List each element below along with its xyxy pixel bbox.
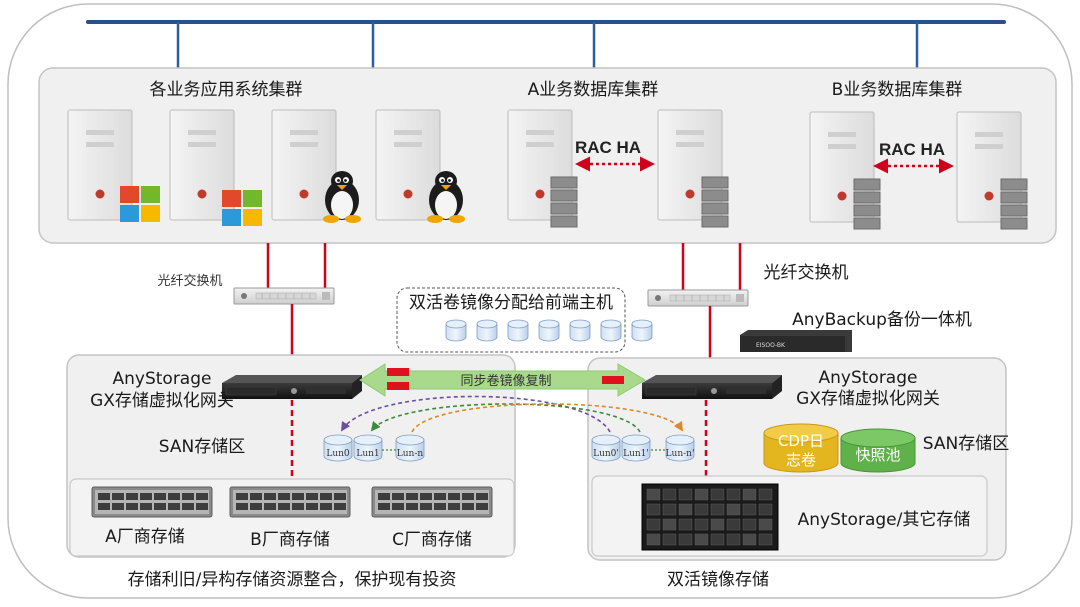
volume-cylinder-icon (476, 319, 498, 342)
left-gateway-label-line1: AnyStorage (113, 369, 212, 389)
drive-slot (646, 503, 661, 516)
drive-slot (678, 503, 693, 516)
drive-slot (710, 518, 725, 531)
volume-cylinder-icon (538, 319, 560, 342)
snapshot-pool: 快照池 (840, 428, 916, 473)
drive-slot (742, 518, 757, 531)
drive-slot (758, 533, 773, 546)
drive-slot (646, 533, 661, 546)
mirror-allocation-label: 双活卷镜像分配给前端主机 (409, 293, 613, 313)
left-san-label: SAN存储区 (159, 437, 245, 457)
backup-appliance-label: AnyBackup备份一体机 (792, 310, 972, 330)
volume-cylinder-icon (569, 319, 591, 342)
left-gateway-label-line2: GX存储虚拟化网关 (90, 391, 234, 411)
app-cluster-label: 各业务应用系统集群 (150, 80, 303, 100)
right-lun-0: Lun0' (593, 449, 619, 459)
left-lun-n: Lun-n (397, 449, 424, 459)
drive-slot (742, 533, 757, 546)
cdp-label-line2: 志卷 (786, 451, 816, 469)
sync-marker-left (387, 382, 409, 390)
drive-slot (742, 488, 757, 501)
rac-ha-b-label: RAC HA (879, 140, 945, 159)
drive-slot (710, 533, 725, 546)
drive-slot (662, 488, 677, 501)
drive-slot (646, 518, 661, 531)
drive-slot (758, 488, 773, 501)
sync-marker-left (387, 368, 409, 376)
drive-slot (726, 503, 741, 516)
drive-slot (678, 488, 693, 501)
anystorage-rack (641, 483, 779, 551)
drive-slot (694, 518, 709, 531)
drive-slot (726, 518, 741, 531)
rack-storage-icon (371, 486, 493, 518)
drive-slot (662, 533, 677, 546)
snapshot-label: 快照池 (855, 446, 900, 464)
volume-cylinder-icon (631, 319, 653, 342)
left-gateway-device (221, 374, 363, 400)
drive-slot (742, 503, 757, 516)
drive-slot (710, 503, 725, 516)
right-gateway-label-line1: AnyStorage (819, 368, 918, 388)
app-server-1 (67, 109, 133, 221)
db-a-cluster-label: A业务数据库集群 (528, 80, 659, 100)
cdp-log-volume: CDP日 志卷 (763, 423, 839, 473)
left-switch-label: 光纤交换机 (157, 273, 222, 289)
vendor-b-label: B厂商存储 (250, 530, 330, 550)
sync-label: 同步卷镜像复制 (460, 373, 551, 389)
rack-storage-icon (229, 486, 351, 518)
fiber-switch-icon (647, 289, 749, 307)
vendor-a-label: A厂商存储 (105, 527, 185, 547)
right-lun-n: Lun-n' (666, 449, 695, 459)
rac-ha-a-label: RAC HA (575, 138, 641, 157)
drive-slot (726, 488, 741, 501)
volume-cylinder-icon (507, 319, 529, 342)
volume-cylinder-icon (445, 319, 467, 342)
sync-marker-right (602, 376, 624, 384)
drive-slot (662, 518, 677, 531)
drive-slot (758, 503, 773, 516)
drive-slot (694, 503, 709, 516)
sync-replication-arrow (359, 363, 646, 397)
left-site-caption: 存储利旧/异构存储资源整合，保护现有投资 (128, 570, 457, 590)
drive-slot (726, 533, 741, 546)
left-lun-0: Lun0 (326, 449, 350, 459)
mirror-arrow-lun-n (411, 403, 684, 433)
backup-appliance: EISOO-BK (740, 330, 852, 352)
drive-slot (646, 488, 661, 501)
right-san-label: SAN存储区 (923, 434, 1009, 454)
drive-slot (694, 533, 709, 546)
rack-storage-icon (91, 486, 213, 518)
vendor-c-label: C厂商存储 (392, 530, 472, 550)
backup-appliance-badge: EISOO-BK (756, 342, 786, 349)
drive-slot (662, 503, 677, 516)
drive-slot (678, 518, 693, 531)
volume-cylinder-icon (600, 319, 622, 342)
right-site-caption: 双活镜像存储 (667, 570, 769, 590)
drive-slot (710, 488, 725, 501)
mirror-arrow-lun0 (340, 395, 611, 433)
drive-slot (758, 518, 773, 531)
left-lun-1: Lun1 (356, 449, 379, 459)
mirror-arrow-lun1 (370, 403, 641, 433)
anystorage-label: AnyStorage/其它存储 (798, 510, 971, 530)
right-lun-1: Lun1' (623, 449, 649, 459)
right-switch-label: 光纤交换机 (764, 263, 849, 283)
drive-slot (678, 533, 693, 546)
drive-slot (694, 488, 709, 501)
right-gateway-label-line2: GX存储虚拟化网关 (796, 389, 940, 409)
cdp-label-line1: CDP日 (778, 432, 824, 450)
right-gateway-device (641, 374, 783, 400)
db-b-cluster-label: B业务数据库集群 (832, 80, 963, 100)
fiber-switch-icon (233, 287, 335, 305)
allocated-volumes (445, 319, 653, 342)
